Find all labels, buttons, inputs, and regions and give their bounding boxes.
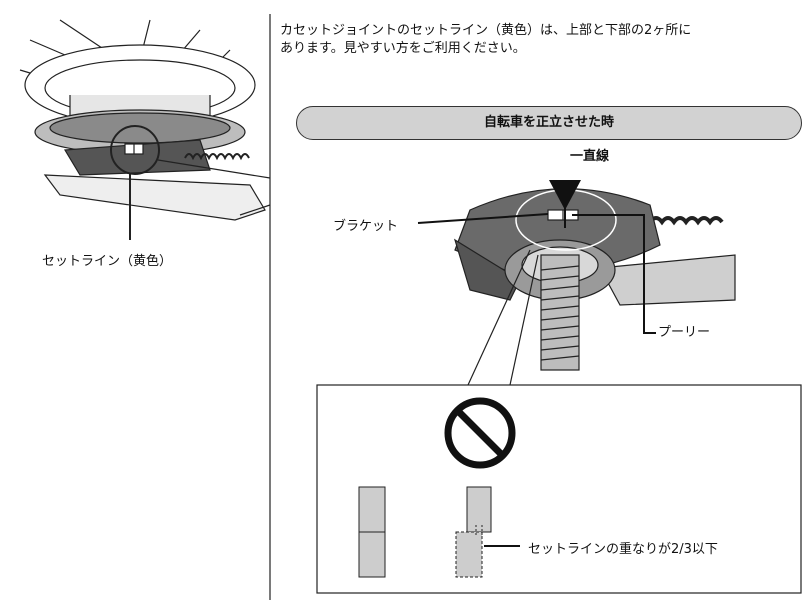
- cassette-joint-illustration: [453, 181, 736, 386]
- hub-closeup-illustration: [19, 19, 271, 240]
- set-line-label: セットライン（黄色）: [42, 254, 173, 269]
- intro-line-1: カセットジョイントのセットライン（黄色）は、上部と下部の2ヶ所に: [280, 23, 692, 38]
- comparison-box: [316, 384, 802, 594]
- intro-text: カセットジョイントのセットライン（黄色）は、上部と下部の2ヶ所に あります。見や…: [280, 22, 800, 58]
- intro-line-2: あります。見やすい方をご利用ください。: [280, 41, 526, 56]
- section-banner: 自転車を正立させた時: [296, 106, 802, 140]
- bracket-leader: [417, 213, 549, 224]
- pulley-label: プーリー: [658, 325, 711, 340]
- down-arrow-icon: [549, 180, 581, 210]
- misaligned-setline-example: [455, 486, 492, 578]
- bracket-label: ブラケット: [333, 219, 399, 234]
- overlap-note-label: セットラインの重なりが2/3以下: [528, 542, 718, 557]
- aligned-setline-example: [358, 486, 386, 578]
- prohibited-icon: [444, 397, 516, 469]
- straight-line-label: 一直線: [570, 149, 610, 164]
- pulley-leader: [572, 214, 656, 334]
